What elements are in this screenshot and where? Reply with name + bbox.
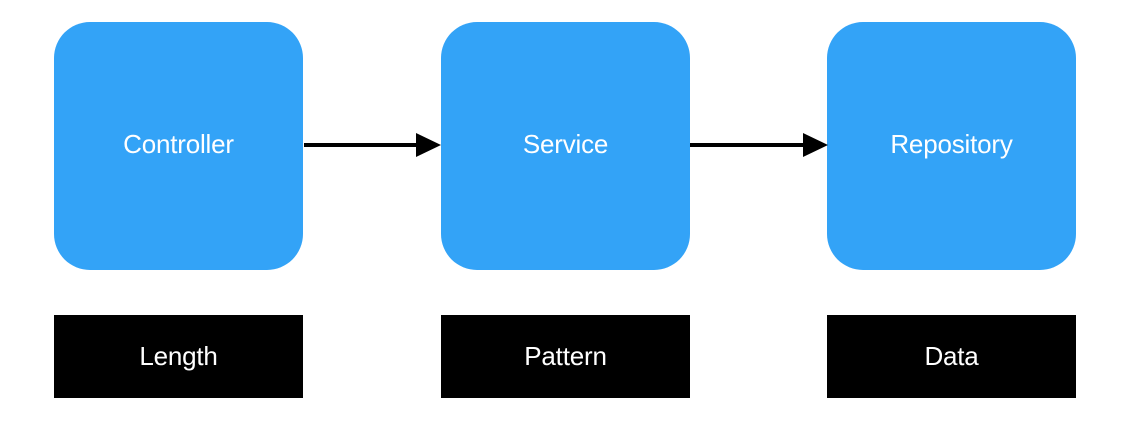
repository-node: Repository <box>827 22 1076 270</box>
service-node: Service <box>441 22 690 270</box>
arrow-controller-to-service <box>304 133 441 157</box>
length-label-box: Length <box>54 315 303 398</box>
service-node-label: Service <box>522 128 609 159</box>
pattern-label: Pattern <box>524 341 607 371</box>
repository-node-label: Repository <box>890 128 1013 159</box>
data-label: Data <box>924 341 979 371</box>
pattern-label-box: Pattern <box>441 315 690 398</box>
data-label-box: Data <box>827 315 1076 398</box>
length-label: Length <box>139 341 218 371</box>
controller-node-label: Controller <box>123 128 234 159</box>
controller-node: Controller <box>54 22 303 270</box>
arrow-service-to-repository <box>690 133 828 157</box>
